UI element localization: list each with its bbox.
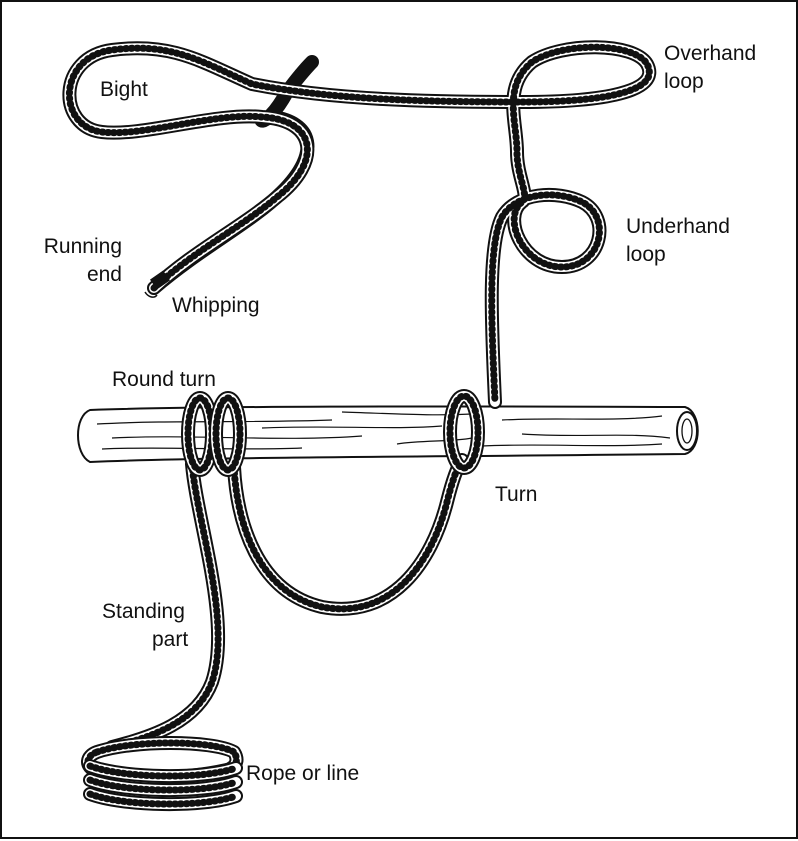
label-standing-part-line2: part <box>152 628 189 651</box>
label-bight: Bight <box>100 78 148 101</box>
whipping-mark <box>144 270 170 298</box>
label-running-end-line1: Running <box>43 235 122 258</box>
label-overhand-loop-line2: loop <box>664 70 704 93</box>
label-standing-part-line1: Standing <box>102 600 185 623</box>
label-rope-or-line: Rope or line <box>246 762 360 785</box>
label-turn: Turn <box>495 483 538 506</box>
label-round-turn: Round turn <box>112 368 216 391</box>
label-whipping: Whipping <box>172 294 260 317</box>
label-underhand-loop-line2: loop <box>626 243 666 266</box>
rope-coil <box>81 736 244 812</box>
stick <box>77 405 699 464</box>
rope <box>62 40 657 812</box>
label-underhand-loop-line1: Underhand <box>626 215 730 238</box>
label-overhand-loop-line1: Overhand <box>664 42 757 65</box>
label-running-end-line2: end <box>86 263 122 286</box>
